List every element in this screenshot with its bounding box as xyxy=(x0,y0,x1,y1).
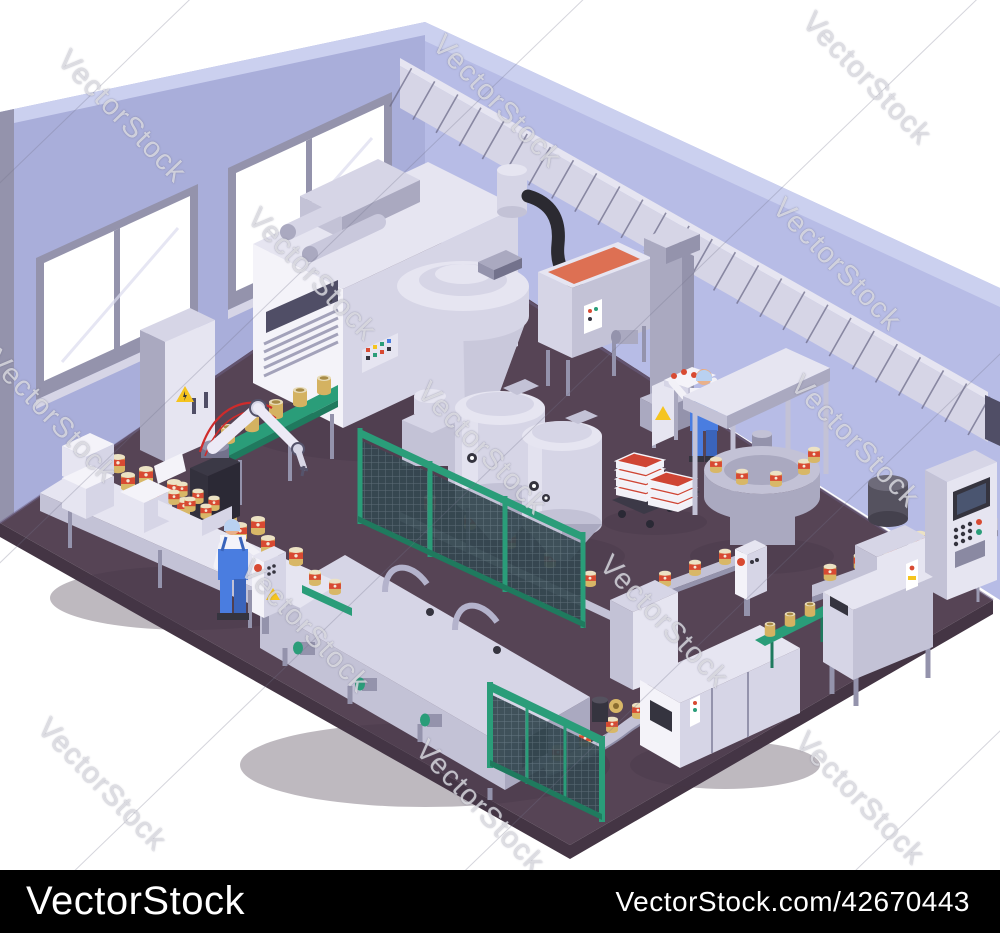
tunnel-motors xyxy=(293,641,442,727)
control-pedestal-filler xyxy=(735,540,767,616)
mixing-funnel xyxy=(397,250,572,484)
brand-logo: VectorStock xyxy=(26,879,245,923)
elevated-can-track xyxy=(755,591,845,668)
cardboard-boxes xyxy=(62,433,232,536)
footer-bar: VectorStock VectorStock.com/42670443 xyxy=(0,870,1000,933)
cable-duct xyxy=(389,58,1000,446)
safety-fence-line xyxy=(357,428,586,628)
labeling-unit xyxy=(592,696,623,722)
rotary-filling-machine xyxy=(683,348,830,545)
control-cabinet xyxy=(925,450,997,600)
tomato-paste-hopper xyxy=(538,242,652,396)
packing-machine-left xyxy=(640,625,800,768)
electrical-cabinet xyxy=(140,308,215,462)
collector-unit xyxy=(610,580,678,690)
pump-unit xyxy=(402,389,460,466)
packing-machine-right xyxy=(823,559,933,706)
green-track xyxy=(302,569,352,616)
operator-pedestal xyxy=(252,546,286,634)
image-url: VectorStock.com/42670443 xyxy=(615,885,970,917)
open-box-with-cans xyxy=(154,453,232,536)
control-lights xyxy=(366,339,391,360)
safety-fence-front xyxy=(487,682,605,822)
factory-illustration xyxy=(0,22,1000,859)
